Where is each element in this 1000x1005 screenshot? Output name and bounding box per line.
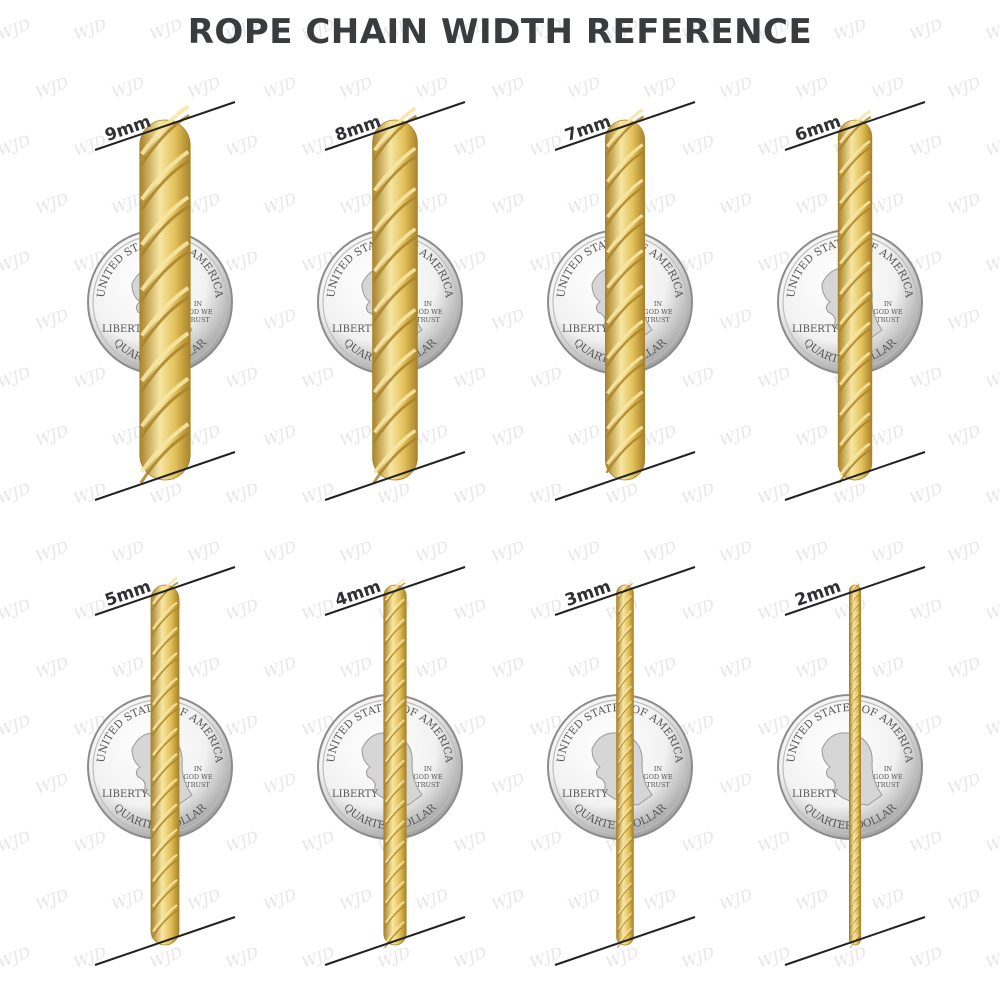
measure-line-bottom <box>94 916 236 966</box>
rope-chain <box>383 578 407 949</box>
rope-chain <box>837 109 873 484</box>
measure-line-bottom <box>94 451 236 501</box>
watermark-mark: WJD <box>0 131 33 159</box>
coin-motto-text: IN <box>884 765 893 773</box>
coin-motto-text: GOD WE <box>643 308 672 316</box>
coin-liberty-text: LIBERTY <box>562 324 608 335</box>
coin-motto-text: TRUST <box>876 316 900 324</box>
coin-motto-text: TRUST <box>416 316 440 324</box>
coin-motto-text: GOD WE <box>183 308 212 316</box>
rope-chain <box>849 581 862 949</box>
watermark-mark: WJD <box>983 827 1000 855</box>
watermark-mark: WJD <box>983 711 1000 739</box>
watermark-mark: WJD <box>0 595 33 623</box>
measure-line-top <box>324 101 466 151</box>
rope-chain <box>150 576 180 946</box>
coin-liberty-text: LIBERTY <box>332 324 378 335</box>
measure-line-top <box>784 566 926 616</box>
rope-chain <box>605 108 646 481</box>
coin-liberty-text: LIBERTY <box>792 324 838 335</box>
watermark-mark: WJD <box>983 247 1000 275</box>
coin-motto-text: TRUST <box>186 316 210 324</box>
rope-chain <box>616 579 634 949</box>
rope-chain <box>139 104 191 484</box>
coin-liberty-text: LIBERTY <box>792 789 838 800</box>
watermark-mark: WJD <box>983 363 1000 391</box>
coin-motto-text: TRUST <box>646 781 670 789</box>
watermark-mark: WJD <box>0 363 33 391</box>
coin-motto-text: IN <box>884 300 893 308</box>
measure-line-top <box>554 566 696 616</box>
watermark-mark: WJD <box>0 479 33 507</box>
measure-line-top <box>324 566 466 616</box>
coin-motto-text: TRUST <box>186 781 210 789</box>
measure-line-top <box>94 101 236 151</box>
watermark-mark: WJD <box>983 131 1000 159</box>
measure-line-bottom <box>324 916 466 966</box>
coin-motto-text: IN <box>194 765 203 773</box>
coin-motto-text: IN <box>654 300 663 308</box>
coin-liberty-text: LIBERTY <box>102 789 148 800</box>
coin-liberty-text: LIBERTY <box>562 789 608 800</box>
coin-motto-text: IN <box>424 300 433 308</box>
coin-motto-text: GOD WE <box>183 773 212 781</box>
measure-line-top <box>94 566 236 616</box>
measure-line-bottom <box>784 451 926 501</box>
coin-motto-text: GOD WE <box>873 773 902 781</box>
measure-line-top <box>554 101 696 151</box>
watermark-mark: WJD <box>983 943 1000 971</box>
watermark-mark: WJD <box>0 711 33 739</box>
coin-motto-text: IN <box>194 300 203 308</box>
rope-chain <box>372 106 418 484</box>
coin-liberty-text: LIBERTY <box>332 789 378 800</box>
measure-line-bottom <box>554 916 696 966</box>
watermark-mark: WJD <box>983 595 1000 623</box>
coin-motto-text: TRUST <box>646 316 670 324</box>
watermark-mark: WJD <box>0 943 33 971</box>
coin-motto-text: IN <box>654 765 663 773</box>
coin-motto-text: TRUST <box>876 781 900 789</box>
measure-line-top <box>784 101 926 151</box>
watermark-mark: WJD <box>0 247 33 275</box>
coin-motto-text: GOD WE <box>873 308 902 316</box>
measure-line-bottom <box>324 451 466 501</box>
page-title: ROPE CHAIN WIDTH REFERENCE <box>187 12 813 52</box>
watermark-mark: WJD <box>983 479 1000 507</box>
measure-line-bottom <box>554 451 696 501</box>
coin-motto-text: GOD WE <box>413 773 442 781</box>
coin-motto-text: GOD WE <box>413 308 442 316</box>
watermark-mark: WJD <box>0 827 33 855</box>
coin-motto-text: GOD WE <box>643 773 672 781</box>
measure-line-bottom <box>784 916 926 966</box>
coin-motto-text: IN <box>424 765 433 773</box>
coin-liberty-text: LIBERTY <box>102 324 148 335</box>
coin-motto-text: TRUST <box>416 781 440 789</box>
